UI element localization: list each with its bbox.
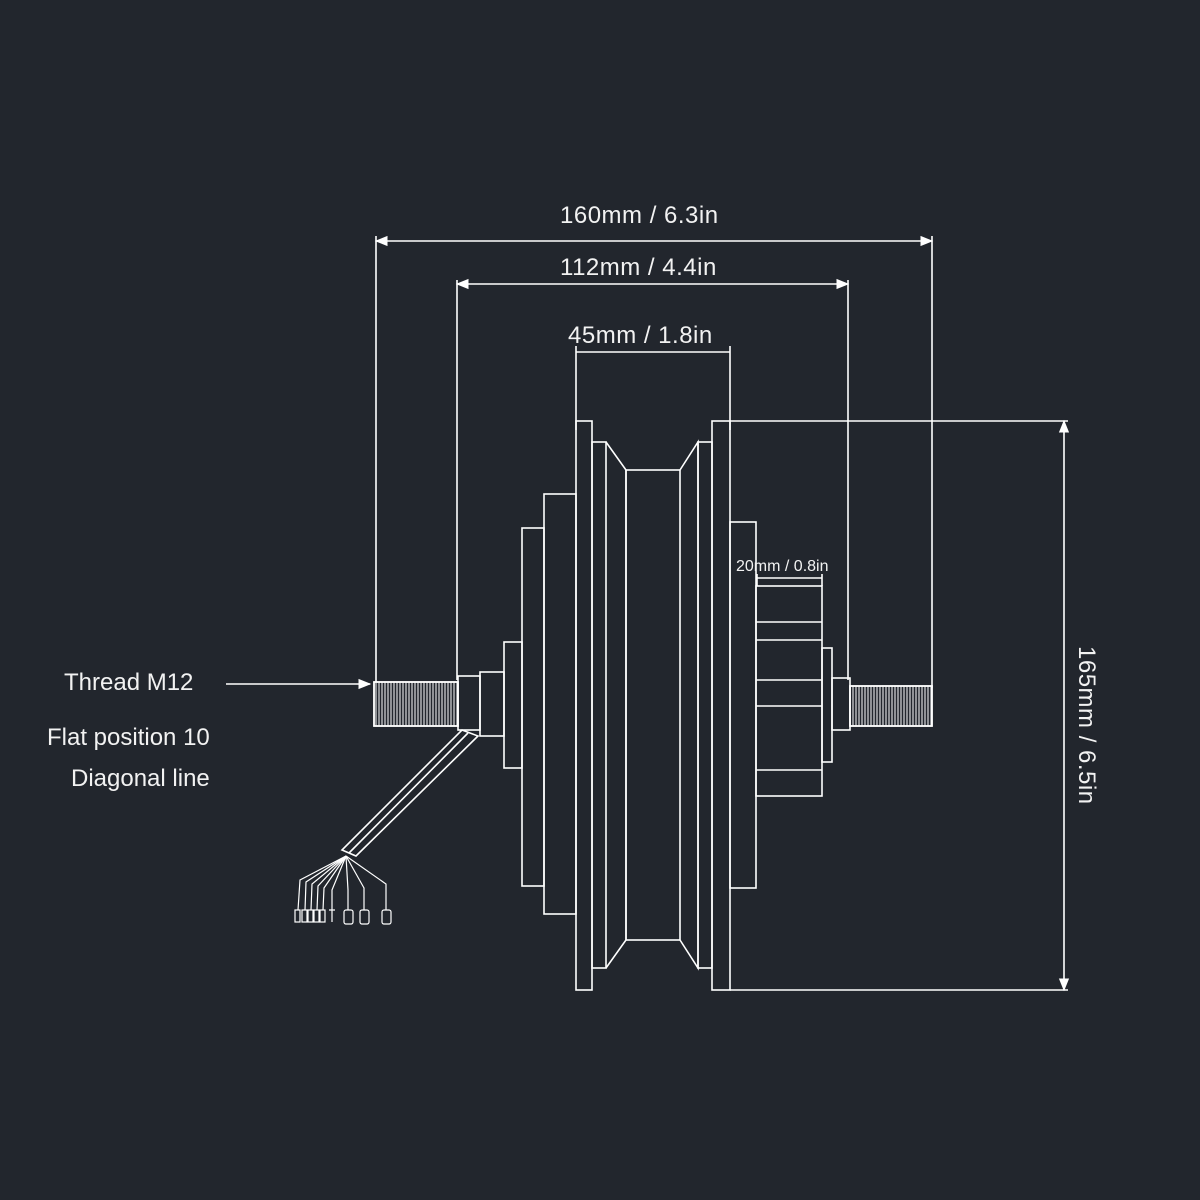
dimension-112-group (455, 278, 850, 680)
cable-outline (340, 729, 480, 857)
dimension-160-group (374, 235, 934, 688)
hub-width-label: 112mm / 4.4in (560, 254, 717, 281)
connector-2 (301, 909, 308, 923)
connector-7 (343, 909, 354, 925)
connector-4 (313, 909, 320, 923)
right-axle-outline (849, 685, 933, 727)
left-axle (373, 671, 505, 737)
right-bearing-cap (821, 647, 833, 763)
motor-cable (340, 729, 480, 857)
left-axle-shoulder (457, 675, 481, 731)
left-axle-thread (373, 681, 459, 727)
diagonal-line-note: Diagonal line (71, 765, 210, 792)
connector-1 (294, 909, 301, 923)
connector-3 (307, 909, 314, 923)
left-flange-mid (543, 493, 577, 915)
cable-inner (348, 732, 469, 854)
hub-right-side (729, 521, 833, 889)
left-rim-wall (575, 420, 593, 991)
left-bearing-cap (503, 641, 523, 769)
hub-left-side (503, 420, 593, 991)
rim-channel (625, 469, 681, 941)
wire-3 (310, 855, 347, 911)
right-axle-thread (849, 685, 933, 727)
thread-note: Thread M12 (64, 669, 194, 696)
right-axle (831, 677, 933, 731)
dimension-45-group (575, 346, 731, 430)
dimension-165-group (730, 419, 1070, 992)
rim-width-label: 45mm / 1.8in (568, 322, 713, 349)
rim-section (591, 420, 731, 991)
wire-4 (316, 855, 347, 911)
connector-8 (359, 909, 370, 925)
left-flange-outer (521, 527, 545, 887)
wire-9 (345, 855, 387, 910)
rim-left-lip (591, 441, 607, 969)
wire-connectors (294, 855, 392, 925)
left-axle-collar (479, 671, 505, 737)
rim-profile-right (679, 439, 699, 971)
rim-profile (605, 441, 627, 969)
flat-position-note: Flat position 10 (47, 724, 210, 751)
connector-5 (319, 909, 326, 923)
wire-6 (331, 855, 347, 910)
overall-width-label: 160mm / 6.3in (560, 202, 719, 229)
wire-7 (345, 855, 349, 910)
wire-8 (345, 855, 365, 910)
right-flange (729, 521, 757, 889)
cassette-body (755, 585, 823, 797)
diameter-label: 165mm / 6.5in (1073, 646, 1100, 805)
connector-9 (381, 909, 392, 925)
cassette-width-label: 20mm / 0.8in (736, 558, 829, 575)
wire-1 (297, 855, 347, 911)
rim-right-lip (697, 441, 713, 969)
right-axle-shoulder (831, 677, 851, 731)
connector-6 (329, 909, 335, 922)
right-rim-wall (711, 420, 731, 991)
wire-2 (304, 855, 347, 911)
dimension-20-group (756, 574, 823, 586)
wire-5 (322, 855, 347, 911)
